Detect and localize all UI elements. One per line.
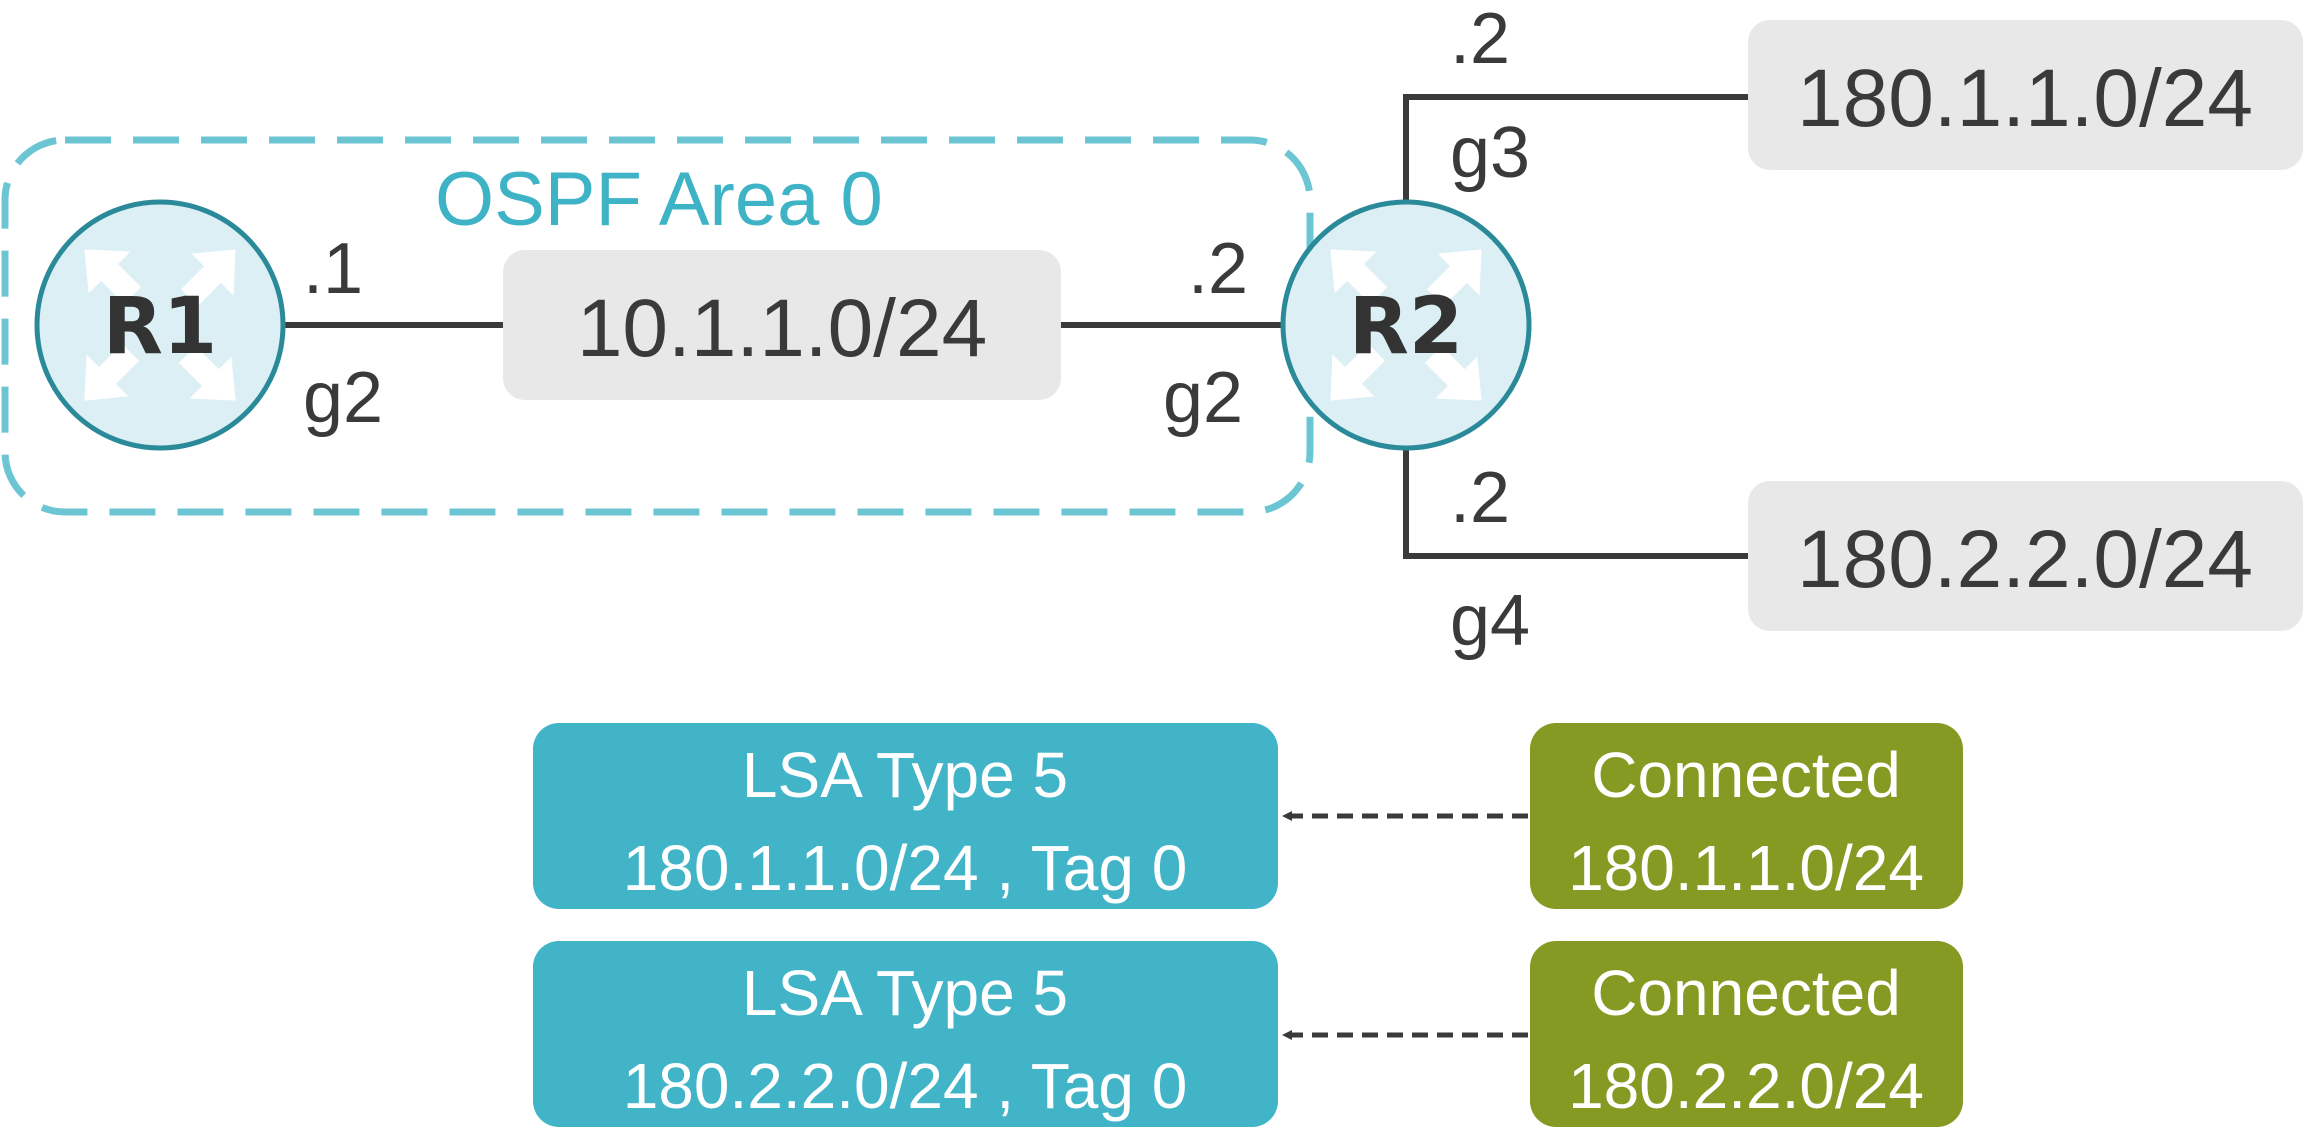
- r2-ip-label-top: .2: [1450, 0, 1510, 79]
- connected-box-2: Connected 180.2.2.0/24: [1530, 941, 1963, 1127]
- connected-label: Connected: [1591, 957, 1901, 1029]
- r2-ip-label-bottom: .2: [1450, 458, 1510, 538]
- router-r1: R1: [34, 199, 286, 451]
- subnet-box-180-1-1-0: 180.1.1.0/24: [1748, 20, 2303, 170]
- connected-prefix-label: 180.2.2.0/24: [1568, 1050, 1924, 1122]
- r1-interface-label: g2: [303, 358, 383, 438]
- link-r2-g3: [1403, 94, 1748, 205]
- r1-ip-label: .1: [303, 229, 363, 309]
- r2-interface-label-left: g2: [1163, 358, 1243, 438]
- lsa-type-label: LSA Type 5: [742, 957, 1068, 1029]
- r2-interface-label-top: g3: [1450, 113, 1530, 193]
- router-r2: R2: [1280, 199, 1532, 451]
- connected-box-1: Connected 180.1.1.0/24: [1530, 723, 1963, 909]
- ospf-area-label: OSPF Area 0: [435, 157, 883, 242]
- lsa-prefix-label: 180.2.2.0/24 , Tag 0: [623, 1050, 1188, 1122]
- connected-prefix-label: 180.1.1.0/24: [1568, 832, 1924, 904]
- subnet-box-180-2-2-0: 180.2.2.0/24: [1748, 481, 2303, 631]
- r2-ip-label-left: .2: [1188, 229, 1248, 309]
- router-name: R2: [1349, 282, 1463, 372]
- router-name: R1: [103, 282, 217, 372]
- lsa-prefix-label: 180.1.1.0/24 , Tag 0: [623, 832, 1188, 904]
- subnet-label: 180.1.1.0/24: [1797, 53, 2253, 144]
- lsa-box-1: LSA Type 5 180.1.1.0/24 , Tag 0: [533, 723, 1278, 909]
- lsa-box-2: LSA Type 5 180.2.2.0/24 , Tag 0: [533, 941, 1278, 1127]
- link-r2-g4: [1403, 450, 1748, 559]
- r2-interface-label-bottom: g4: [1450, 581, 1530, 661]
- subnet-label: 180.2.2.0/24: [1797, 514, 2253, 605]
- connected-label: Connected: [1591, 739, 1901, 811]
- subnet-box-10-1-1-0: 10.1.1.0/24: [503, 250, 1061, 400]
- lsa-type-label: LSA Type 5: [742, 739, 1068, 811]
- subnet-label: 10.1.1.0/24: [577, 283, 987, 374]
